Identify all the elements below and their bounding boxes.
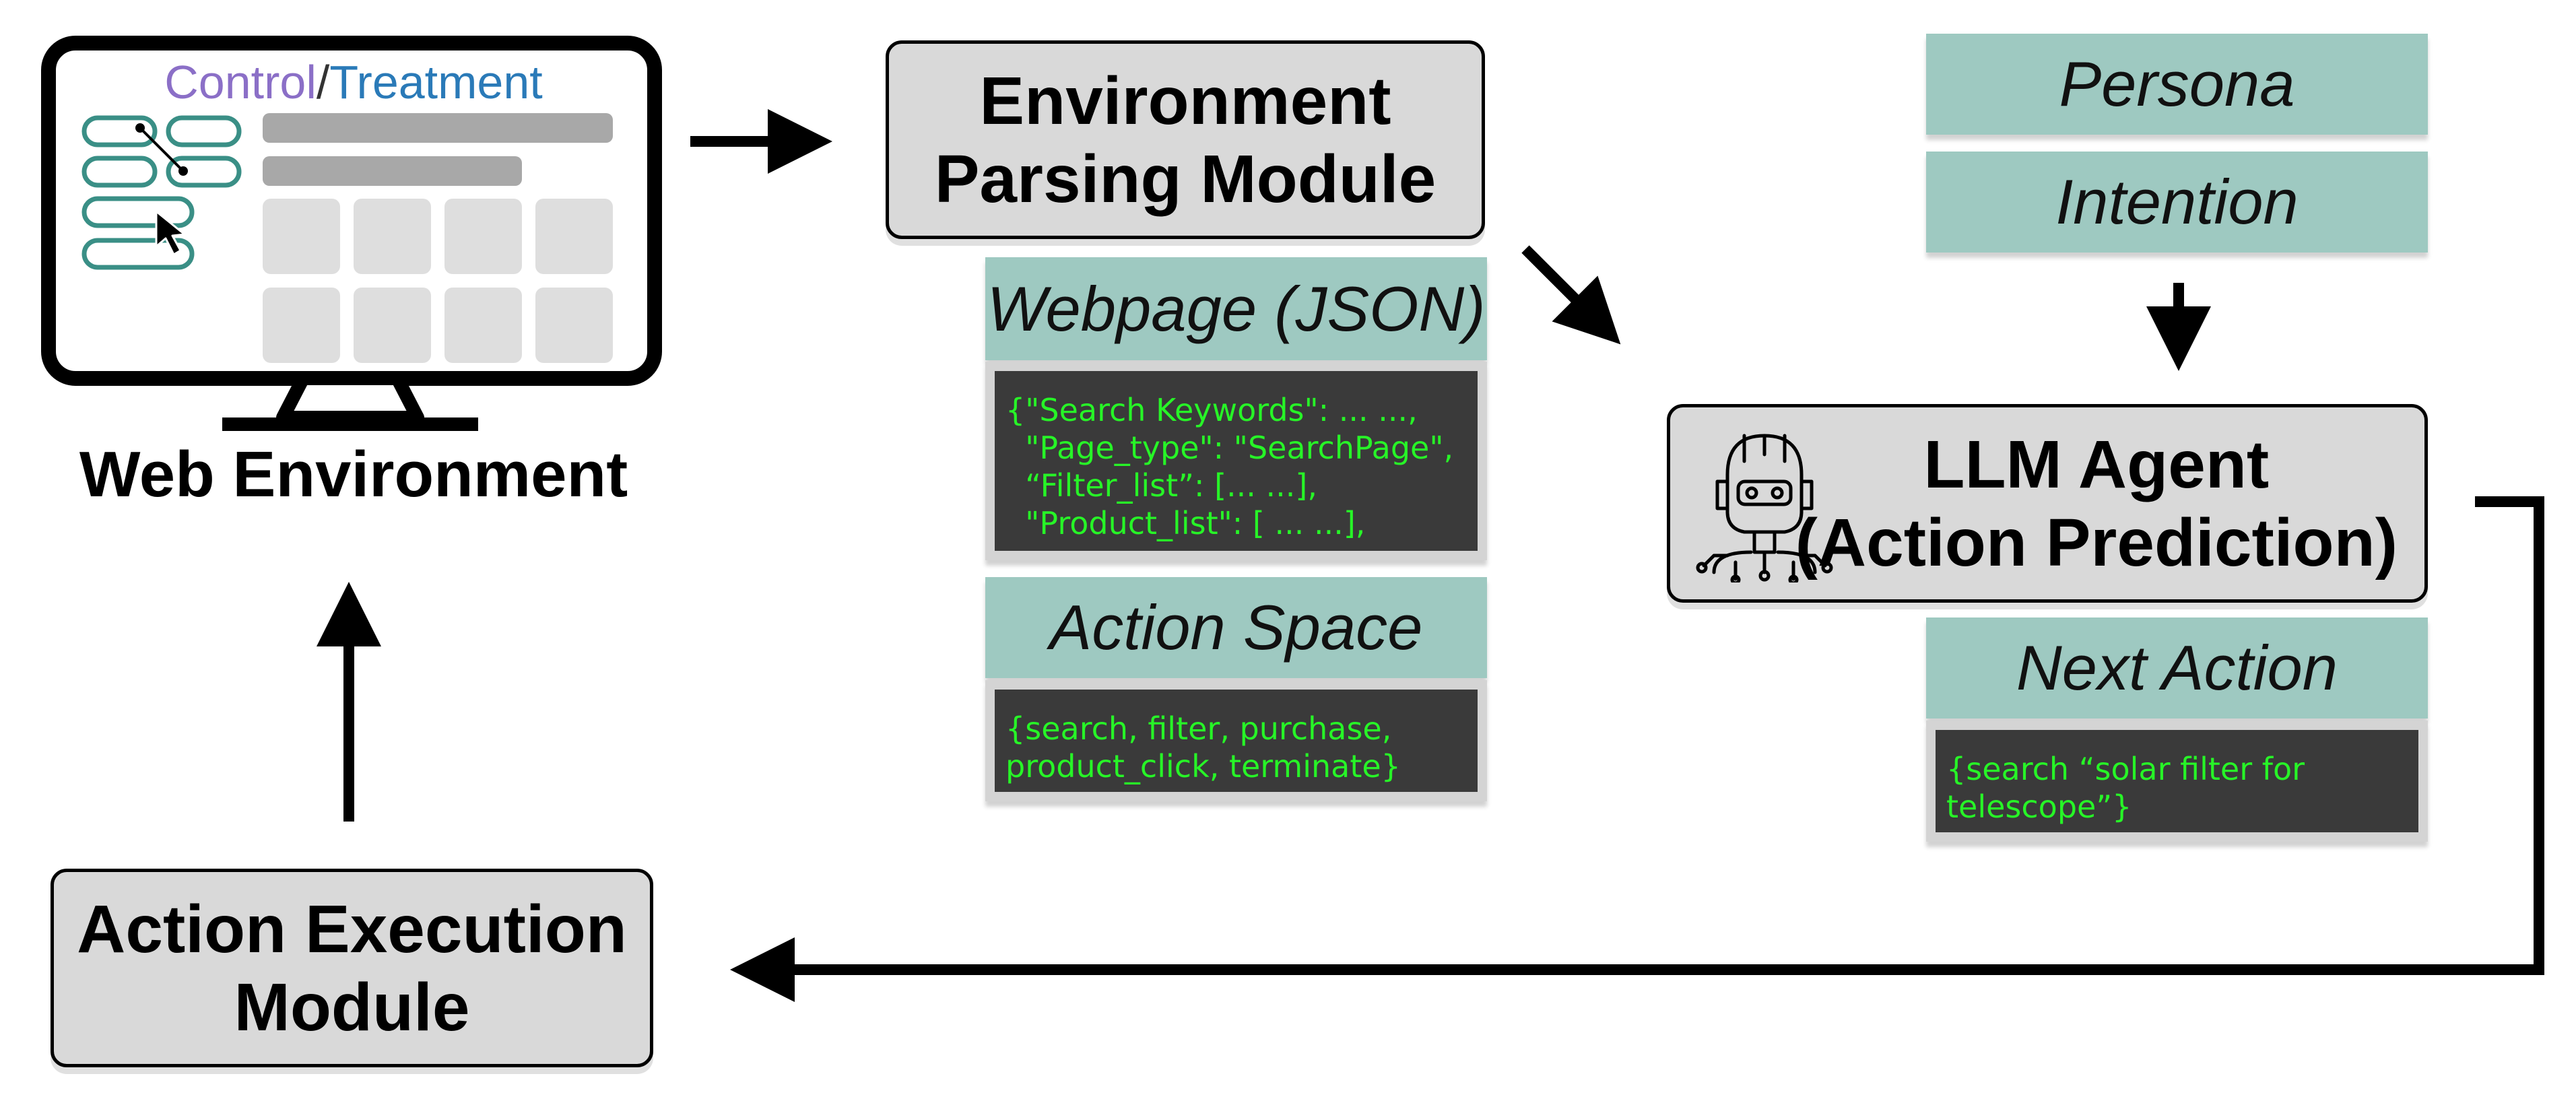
action-space-code-panel: {search, filter, purchase, product_click… — [985, 680, 1487, 801]
arrow-parsing-to-agent — [1521, 245, 1621, 345]
next-action-label: Next Action — [1926, 617, 2428, 718]
webpage-json-code-panel: {"Search Keywords": ... ..., "Page_type"… — [985, 362, 1487, 560]
webpage-json-label: Webpage (JSON) — [985, 257, 1487, 360]
control-label: Control — [164, 56, 317, 108]
monitor-icon — [41, 36, 662, 431]
llm-agent-module-label: LLM Agent (Action Prediction) — [1795, 426, 2398, 580]
web-environment: Control/Treatment — [40, 34, 667, 519]
next-action-code: {search “solar filter for telescope”} — [1936, 730, 2418, 832]
next-action-code-panel: {search “solar filter for telescope”} — [1926, 721, 2428, 842]
persona-label: Persona — [1926, 34, 2428, 135]
web-environment-caption: Web Environment — [79, 438, 628, 510]
action-space-label: Action Space — [985, 577, 1487, 678]
environment-parsing-module-label: Environment Parsing Module — [934, 63, 1436, 217]
robot-icon — [1696, 434, 1833, 582]
action-execution-module-label: Action Execution Module — [77, 891, 627, 1045]
treatment-label: Treatment — [329, 56, 543, 108]
control-treatment-label: Control/Treatment — [40, 55, 667, 109]
cursor-icon — [155, 210, 186, 256]
separator: / — [316, 56, 330, 108]
action-space-code: {search, filter, purchase, product_click… — [995, 690, 1478, 792]
action-execution-module: Action Execution Module — [51, 869, 653, 1067]
webpage-json-code: {"Search Keywords": ... ..., "Page_type"… — [995, 371, 1478, 551]
intention-label: Intention — [1926, 152, 2428, 253]
environment-parsing-module: Environment Parsing Module — [886, 40, 1485, 239]
